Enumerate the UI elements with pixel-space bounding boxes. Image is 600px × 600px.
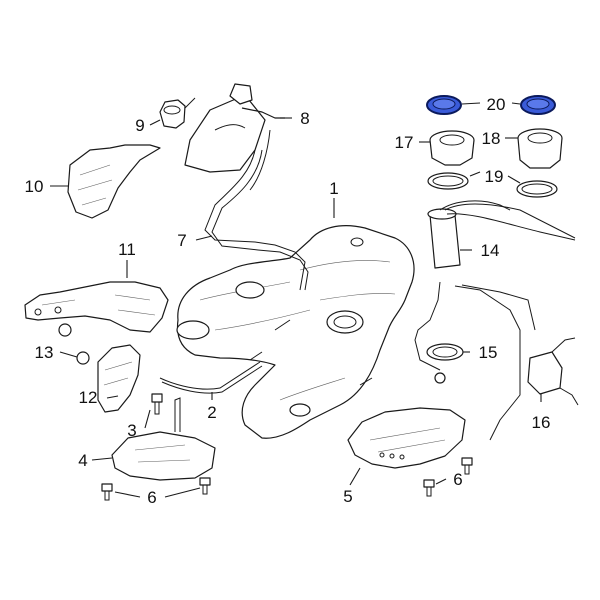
callout-16: 16 [532,413,551,432]
bolt-6-right-a[interactable] [423,479,435,497]
callout-6-right: 6 [453,470,462,489]
callout-14: 14 [481,241,500,260]
callout-6-left: 6 [147,488,156,507]
callout-2: 2 [207,403,216,422]
fuel-level-sender[interactable] [454,284,579,441]
callout-18: 18 [482,129,501,148]
callout-13: 13 [35,343,54,362]
filler-pipe-assembly[interactable] [184,83,309,291]
leader-lines [50,102,542,498]
fuel-tank[interactable] [176,225,415,439]
retainer-clip[interactable] [58,323,90,365]
skid-plate-right[interactable] [347,407,466,469]
callout-7: 7 [177,231,186,250]
callout-3: 3 [127,421,136,440]
bolt-6-left-b[interactable] [199,477,211,495]
heat-shield-upper[interactable] [67,144,161,219]
sender-flange-18[interactable] [517,128,563,169]
skid-plate-left[interactable] [111,397,216,481]
callout-17: 17 [395,133,414,152]
callout-10: 10 [25,177,44,196]
callout-9: 9 [135,116,144,135]
tank-strap[interactable] [159,361,263,394]
fuel-pump-module[interactable] [427,200,576,269]
bolt-6-right-b[interactable] [461,457,473,475]
callout-19: 19 [485,167,504,186]
callout-labels: 1 2 3 4 5 6 6 7 8 9 10 11 12 13 14 15 16… [25,95,551,507]
heat-shield-bracket[interactable] [97,344,141,413]
lock-ring-19-right[interactable] [516,180,558,198]
callout-1: 1 [329,179,338,198]
fuel-cap[interactable] [159,97,196,129]
callout-11: 11 [118,240,136,259]
seal-20-right[interactable] [520,95,556,115]
pump-bracket[interactable] [414,281,464,384]
bolt-6-left-a[interactable] [101,483,113,501]
callout-20: 20 [487,95,506,114]
callout-8: 8 [300,109,309,128]
callout-4: 4 [78,451,87,470]
heat-shield-lower-left[interactable] [24,281,169,333]
seal-20-left[interactable] [426,95,462,115]
callout-12: 12 [79,388,98,407]
lock-ring-19-left[interactable] [427,172,469,190]
callout-5: 5 [343,487,352,506]
pump-flange-17[interactable] [429,130,475,166]
bolt-3[interactable] [151,393,163,415]
callout-15: 15 [479,343,498,362]
